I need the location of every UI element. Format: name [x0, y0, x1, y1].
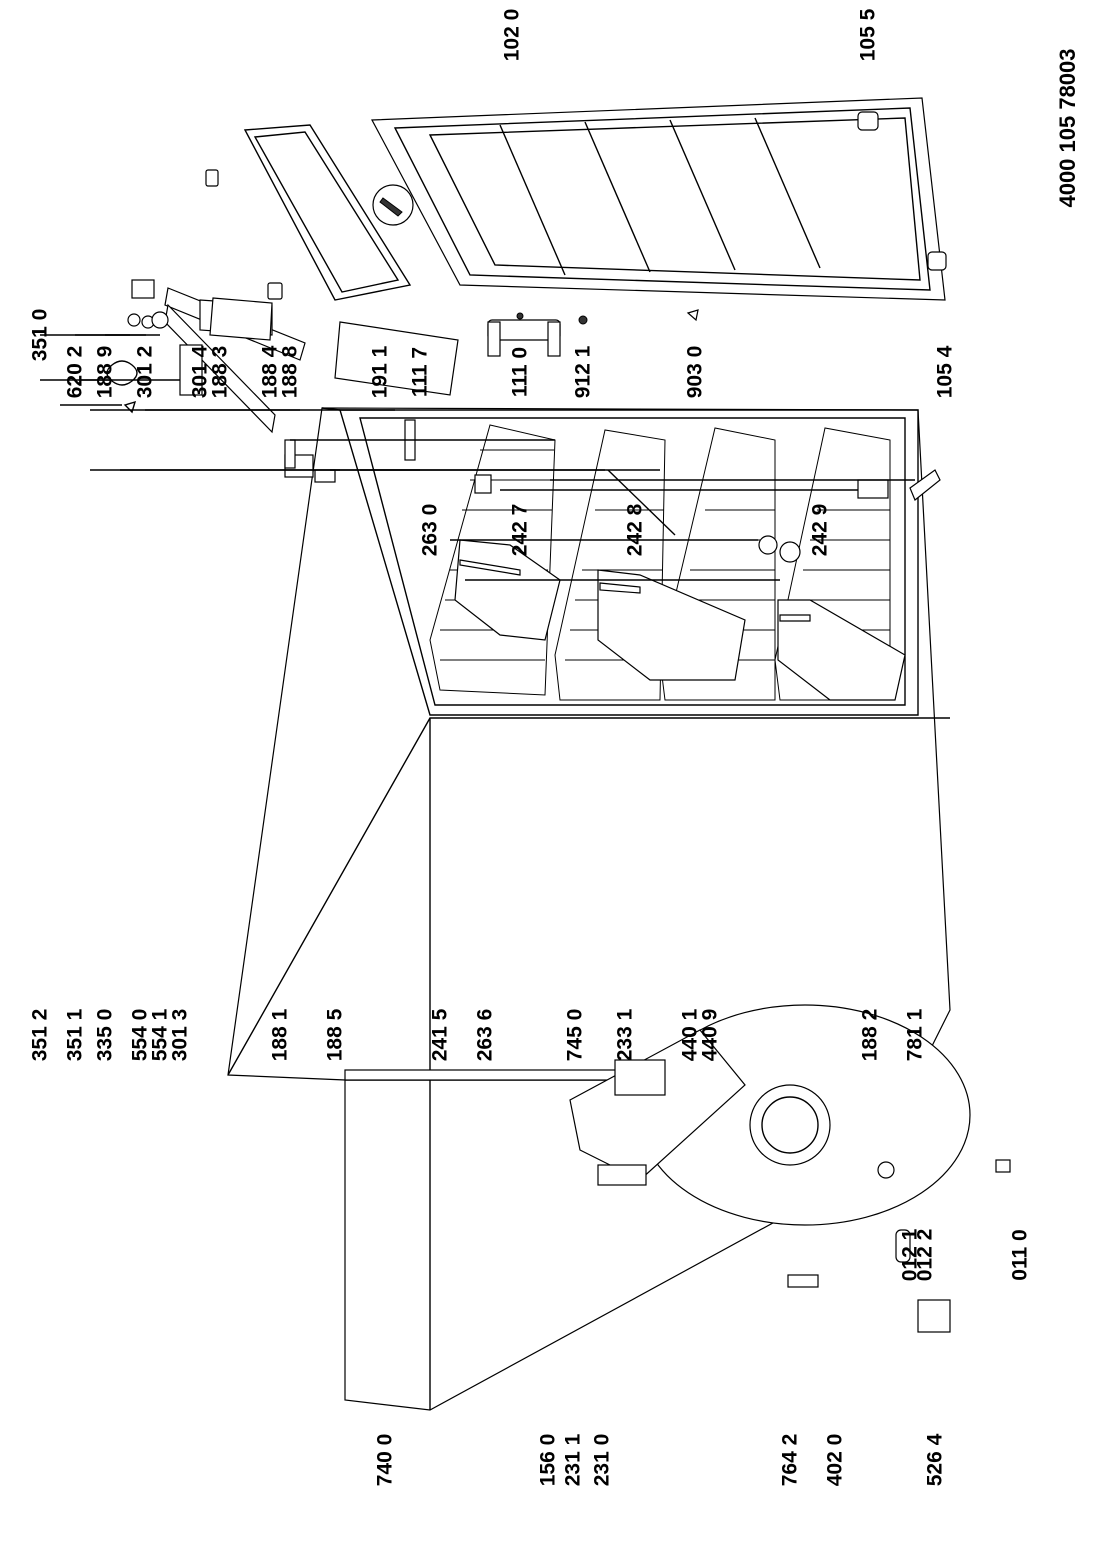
- part-number-label: 188 3: [208, 345, 232, 399]
- part-number-label: 764 2: [778, 1433, 802, 1487]
- part-number-label: 011 0: [1008, 1229, 1032, 1281]
- part-number-label: 263 0: [418, 503, 442, 557]
- part-number-label: 188 8: [278, 345, 302, 399]
- small-parts: [205, 111, 947, 357]
- part-number-label: 188 4: [258, 345, 282, 399]
- part-number-label: 440 9: [698, 1008, 722, 1062]
- part-number-label: 105 5: [856, 8, 880, 62]
- part-number-label: 105 4: [933, 345, 957, 399]
- part-number-label: 554 1: [148, 1008, 172, 1062]
- part-number-label: 241 5: [428, 1008, 452, 1062]
- part-number-label: 301 2: [133, 345, 157, 399]
- part-number-label: 231 0: [590, 1433, 614, 1487]
- part-number-label: 335 0: [93, 1008, 117, 1062]
- part-number-label: 620 2: [63, 345, 87, 399]
- part-number-label: 745 0: [563, 1008, 587, 1062]
- part-number-label: 188 2: [858, 1008, 882, 1062]
- part-number-label: 351 1: [63, 1008, 87, 1062]
- part-number-label: 012 2: [913, 1228, 937, 1282]
- part-number-label: 301 3: [168, 1008, 192, 1062]
- part-number-label: 188 1: [268, 1008, 292, 1062]
- part-number-label: 351 2: [28, 1008, 52, 1062]
- machine-compartment: [569, 1004, 1011, 1333]
- part-number-label: 188 9: [93, 345, 117, 399]
- part-number-label: 242 9: [808, 503, 832, 557]
- part-number-label: 903 0: [683, 345, 707, 399]
- part-number-label: 263 6: [473, 1008, 497, 1062]
- part-number-label: 740 0: [373, 1433, 397, 1487]
- part-number-label: 156 0: [536, 1433, 560, 1487]
- part-number-label: 351 0: [28, 308, 52, 362]
- cabinet-body: [227, 407, 951, 1411]
- part-number-label: 111 7: [408, 346, 432, 398]
- leader-lines: [40, 334, 915, 581]
- part-number-label: 111 0: [508, 346, 532, 398]
- part-number-label: 191 1: [368, 345, 392, 399]
- part-number-label: 402 0: [823, 1433, 847, 1487]
- part-number-label: 231 1: [561, 1433, 585, 1487]
- part-number-label: 781 1: [903, 1008, 927, 1062]
- part-number-label: 554 0: [128, 1008, 152, 1062]
- document-code: 4000 105 78003: [1055, 48, 1080, 208]
- door: [371, 97, 946, 301]
- part-number-label: 526 4: [923, 1433, 947, 1487]
- part-number-label: 188 5: [323, 1008, 347, 1062]
- door-gasket: [243, 124, 412, 301]
- part-number-label: 102 0: [500, 8, 524, 62]
- control-panel: [106, 279, 314, 478]
- part-number-label: 233 1: [613, 1008, 637, 1062]
- baskets: [454, 539, 906, 701]
- part-number-label: 242 7: [508, 503, 532, 557]
- part-number-label: 440 1: [678, 1008, 702, 1062]
- part-number-label: 301 4: [188, 345, 212, 399]
- part-number-label: 912 1: [571, 345, 595, 399]
- part-number-label: 242 8: [623, 503, 647, 557]
